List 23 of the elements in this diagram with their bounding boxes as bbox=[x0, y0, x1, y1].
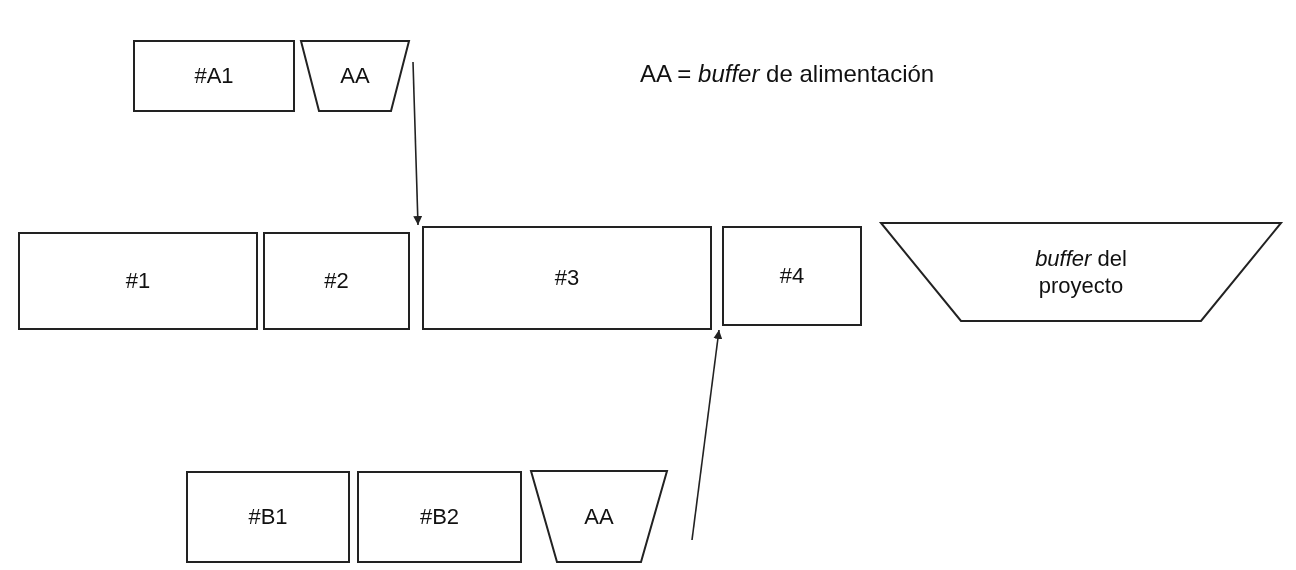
task-box bbox=[357, 471, 522, 563]
task-label: AA bbox=[340, 62, 370, 90]
buffer-trapezoid bbox=[880, 222, 1282, 322]
arrow bbox=[412, 61, 423, 226]
task-label: buffer del proyecto bbox=[1034, 244, 1128, 300]
buffer-trapezoid bbox=[530, 470, 668, 563]
task-box bbox=[422, 226, 712, 330]
task-box bbox=[186, 471, 350, 563]
arrow bbox=[691, 329, 723, 541]
task-label: #A1 bbox=[194, 62, 234, 90]
task-box bbox=[133, 40, 295, 112]
task-label: #3 bbox=[554, 264, 580, 292]
task-label: #4 bbox=[779, 262, 805, 290]
task-label: #B2 bbox=[419, 503, 460, 531]
task-box bbox=[18, 232, 258, 330]
buffer-trapezoid bbox=[300, 40, 410, 112]
task-box bbox=[263, 232, 410, 330]
task-box bbox=[722, 226, 862, 326]
task-label: #2 bbox=[324, 267, 349, 295]
task-label: AA bbox=[584, 502, 614, 531]
task-label: #B1 bbox=[248, 503, 288, 531]
legend-note: AA = buffer de alimentación bbox=[640, 60, 935, 88]
task-label: #1 bbox=[125, 267, 151, 295]
